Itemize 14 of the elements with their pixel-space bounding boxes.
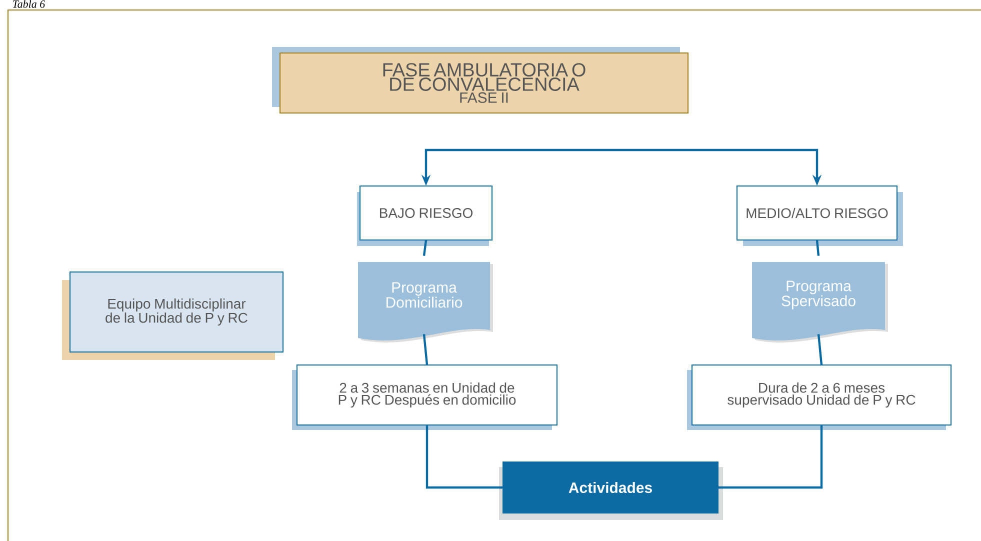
process-box: Dura de 2 a 6 meses supervisado Unidad de P y RC [687,364,952,430]
process-box: 2 a 3 semanas en Unidad de P y RC Después en domicilio [292,364,558,430]
connector [422,240,428,256]
table-number: Tabla 6 [12,0,46,8]
activity-box: Actividades [499,462,723,520]
team-box: Equipo Multidisciplinar de la Unidad de P y RC [62,272,284,360]
connector [422,334,428,365]
title-box: FASE AMBULATORIA O DE CONVALECENCIA FASE II [272,47,688,114]
process-box: BAJO RIESGO [357,186,492,246]
connector [718,425,823,489]
connector [816,240,820,256]
connector [426,425,503,489]
connector [817,334,823,365]
process-box: MEDIO/ALTO RIESGO [736,186,903,246]
